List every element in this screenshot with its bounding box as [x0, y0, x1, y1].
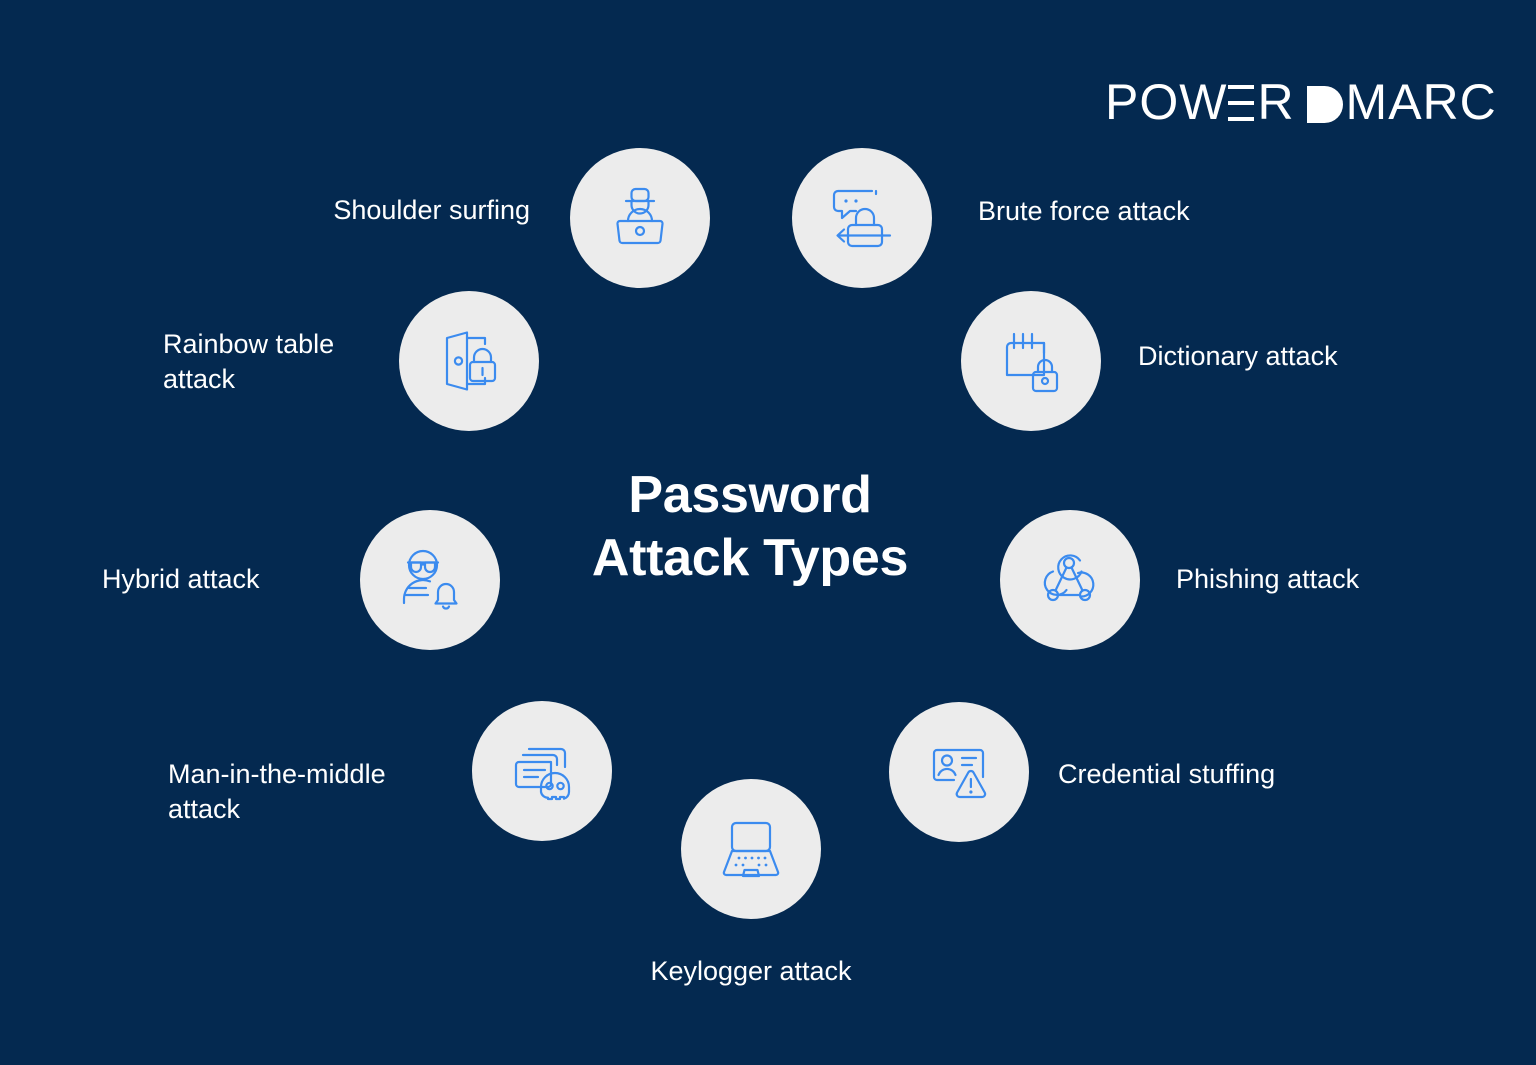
person-sunglasses-bell-icon — [360, 510, 500, 650]
logo-e-icon — [1228, 85, 1255, 121]
node-label-dictionary-attack: Dictionary attack — [1138, 341, 1338, 371]
network-nodes-icon — [1000, 510, 1140, 650]
node-label-credential-stuffing: Credential stuffing — [1058, 759, 1276, 789]
laptop-keyboard-icon — [681, 779, 821, 919]
notepad-padlock-icon — [961, 291, 1101, 431]
node-label-shoulder-surfing: Shoulder surfing — [333, 195, 530, 225]
logo-d-icon — [1306, 85, 1343, 123]
logo-text-part1: POW — [1105, 74, 1228, 130]
logo-text-part2: R — [1257, 74, 1295, 130]
node-label-hybrid-attack: Hybrid attack — [102, 564, 260, 594]
page-title-line1: Password — [628, 466, 872, 524]
node-label-rainbow-table-attack: Rainbow table attack — [163, 329, 335, 394]
page-title-line2: Attack Types — [591, 529, 909, 588]
node-label-keylogger-attack: Keylogger attack — [650, 956, 852, 986]
windows-skull-icon — [472, 701, 612, 841]
open-door-padlock-icon — [399, 291, 539, 431]
dialog-padlock-arrow-icon — [792, 148, 932, 288]
node-label-brute-force-attack: Brute force attack — [978, 196, 1190, 226]
logo-text-part3: MARC — [1345, 74, 1497, 130]
powerdmarc-logo: POW R MARC — [1105, 72, 1497, 132]
node-label-man-in-the-middle-attack: Man-in-the-middle attack — [168, 759, 386, 824]
node-label-phishing-attack: Phishing attack — [1176, 564, 1360, 594]
id-card-warning-icon — [889, 702, 1029, 842]
page-title: Password Attack Types — [508, 464, 992, 591]
person-behind-laptop-icon — [570, 148, 710, 288]
